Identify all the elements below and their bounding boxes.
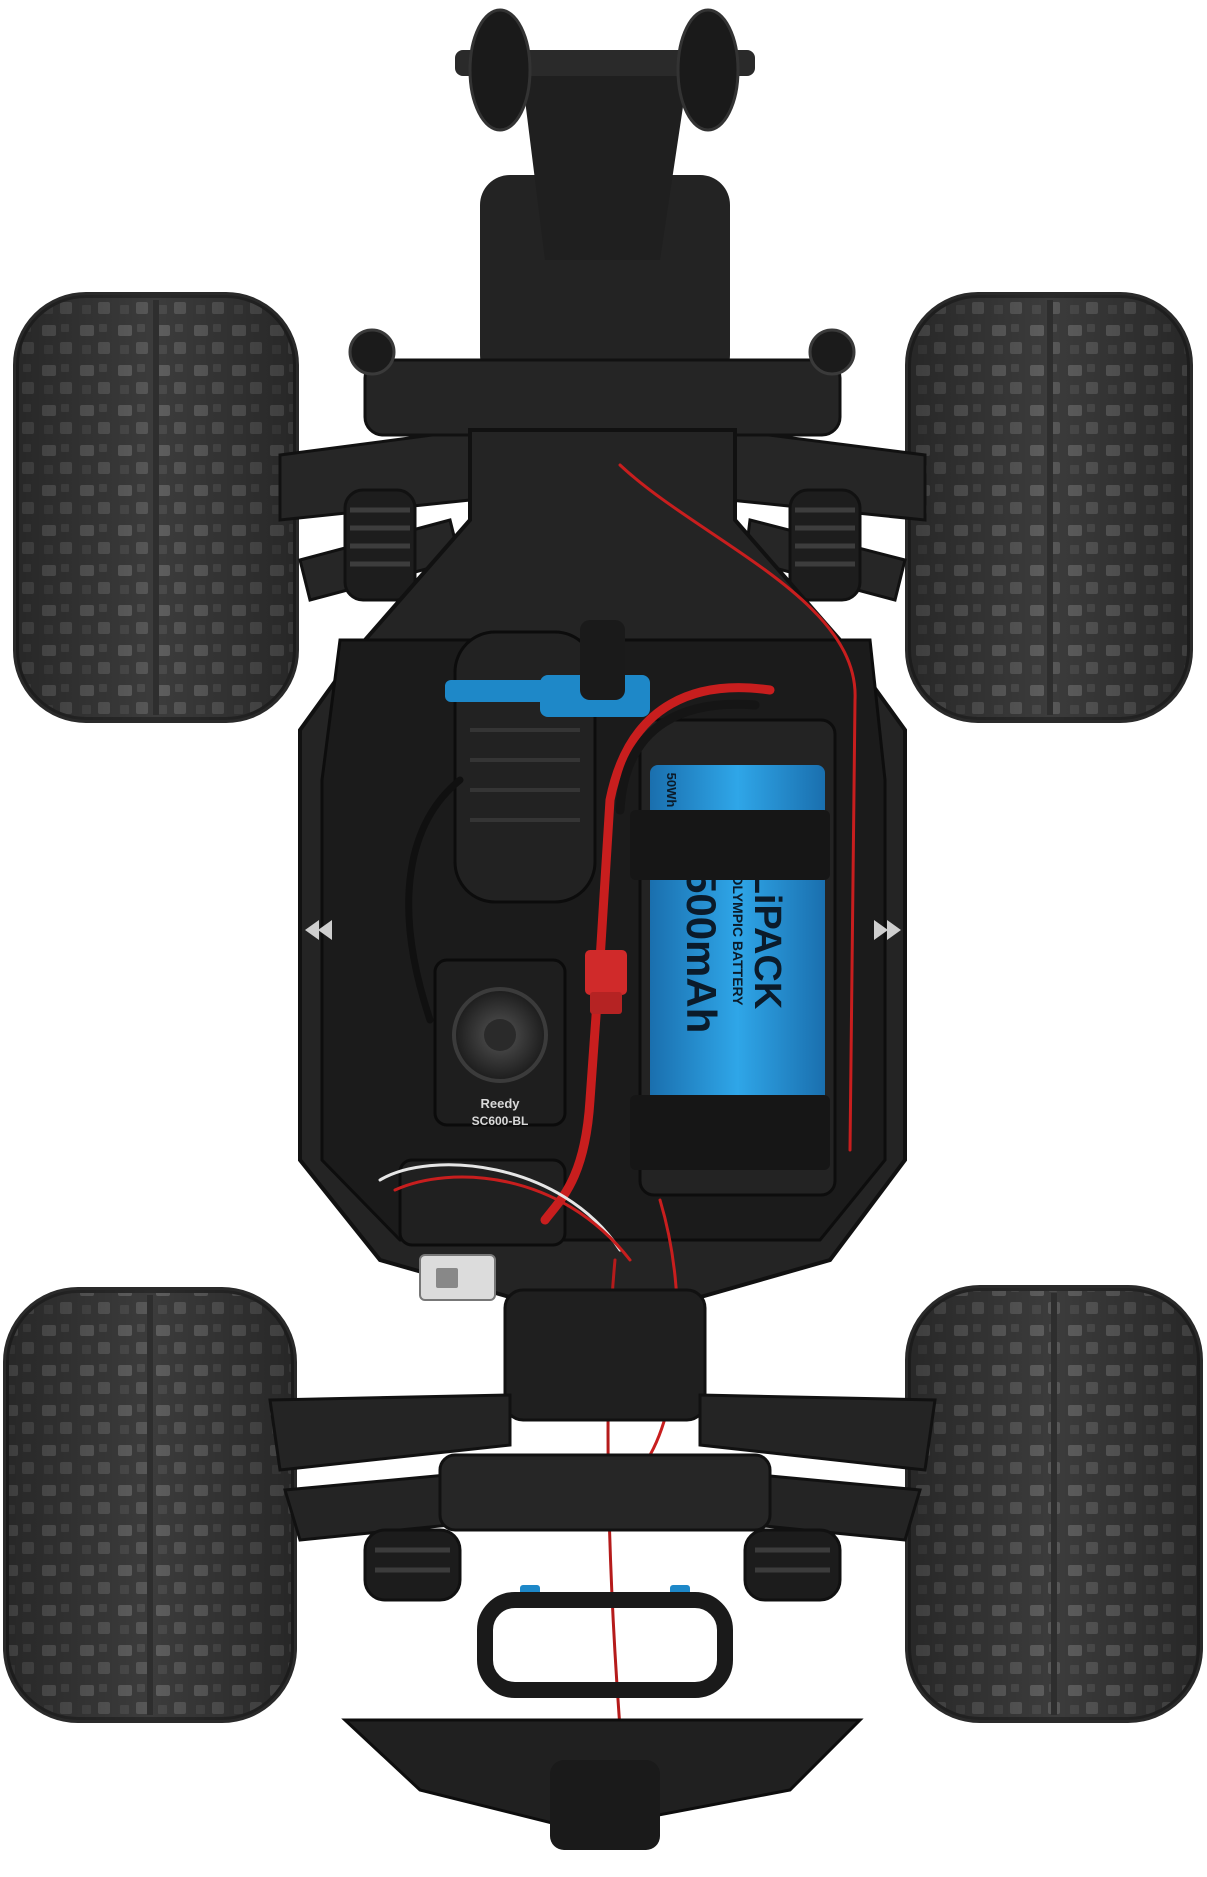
battery-strap-bottom xyxy=(630,1095,830,1170)
front-suspension xyxy=(278,428,927,602)
deans-connector xyxy=(585,950,627,1014)
battery-strap-top xyxy=(630,810,830,880)
battery-pack: LiPACK OLYMPIC BATTERY 4500mAh 50Wh xyxy=(630,718,837,1197)
front-bumper-assembly xyxy=(348,8,856,437)
esc-model-label: SC600-BL xyxy=(472,1114,529,1128)
rear-suspension xyxy=(268,1288,937,1602)
battery-brand-label: LiPACK xyxy=(746,871,788,1010)
tire-rear-left xyxy=(3,1287,297,1723)
motor xyxy=(445,620,650,904)
tire-front-left xyxy=(13,292,299,723)
battery-wh-label: 50Wh xyxy=(664,773,679,808)
esc-unit: Reedy SC600-BL xyxy=(433,958,567,1128)
power-switch xyxy=(419,1254,496,1301)
battery-sub-label: OLYMPIC BATTERY xyxy=(730,875,746,1007)
tire-front-right xyxy=(905,292,1193,723)
esc-brand-label: Reedy xyxy=(480,1096,520,1111)
receiver-box xyxy=(398,1158,567,1247)
tire-rear-right xyxy=(905,1285,1203,1723)
rear-bumper xyxy=(341,1592,864,1850)
